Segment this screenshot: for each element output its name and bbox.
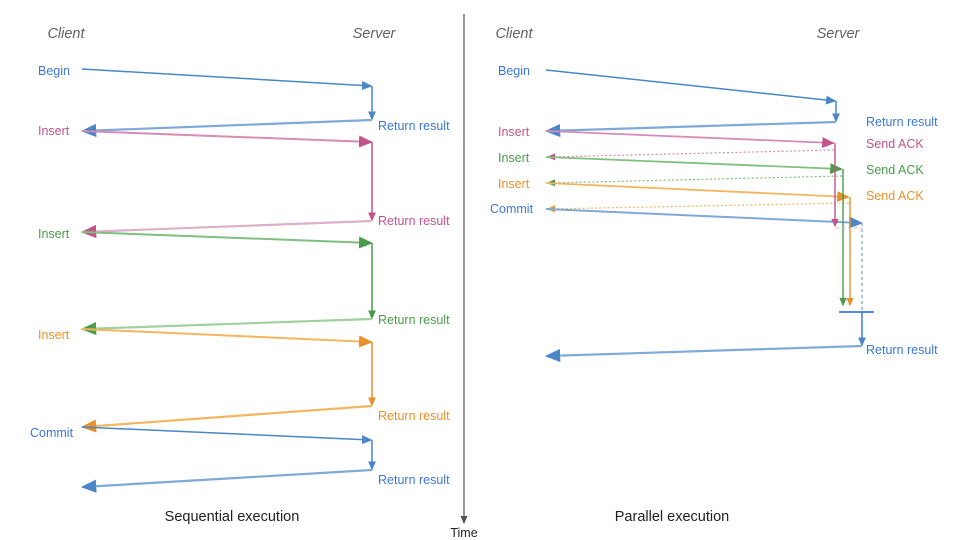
left-label-insert-3: Insert <box>38 328 70 342</box>
right-message-insert-3-ack: Send ACK <box>546 189 924 213</box>
left-server-lane-title: Server <box>353 26 397 42</box>
left-message-begin-return: Return result <box>80 118 450 138</box>
left-label-begin-return: Return result <box>378 119 450 133</box>
right-message-insert-3: Insert <box>498 177 850 202</box>
left-label-insert-1: Insert <box>38 124 70 138</box>
left-message-begin: Begin <box>38 64 373 90</box>
left-label-insert-2-return: Return result <box>378 313 450 327</box>
left-message-insert-3-return: Return result <box>80 404 450 433</box>
right-label-insert-2-ack: Send ACK <box>866 163 924 177</box>
left-message-insert-2: Insert <box>38 227 373 249</box>
left-panel-caption: Sequential execution <box>165 509 300 525</box>
left-panel-sequential: Client Server Begin Return result Insert <box>30 26 450 525</box>
left-client-lane-title: Client <box>47 26 85 42</box>
right-label-commit-return: Return result <box>866 343 938 357</box>
right-message-insert-1: Insert <box>498 125 835 148</box>
left-message-commit: Commit <box>30 426 373 445</box>
left-label-insert-3-return: Return result <box>378 409 450 423</box>
right-panel-parallel: Client Server Begin Return result Insert… <box>490 26 938 525</box>
time-axis: Time <box>450 14 478 540</box>
right-message-begin-return: Return result <box>544 115 938 138</box>
right-message-insert-2-ack: Send ACK <box>546 163 924 187</box>
left-message-insert-2-return: Return result <box>80 313 450 336</box>
left-label-begin: Begin <box>38 64 70 78</box>
right-label-insert-3: Insert <box>498 177 530 191</box>
right-message-begin: Begin <box>498 64 837 105</box>
right-message-insert-1-ack: Send ACK <box>546 137 924 161</box>
right-label-insert-2: Insert <box>498 151 530 165</box>
left-message-insert-1: Insert <box>38 124 373 148</box>
left-label-commit-return: Return result <box>378 473 450 487</box>
right-label-commit: Commit <box>490 202 534 216</box>
right-message-commit-return: Return result <box>544 343 938 363</box>
right-message-commit: Commit <box>490 202 863 229</box>
right-label-insert-1-ack: Send ACK <box>866 137 924 151</box>
time-axis-label: Time <box>450 526 477 540</box>
right-client-lane-title: Client <box>495 26 533 42</box>
left-message-commit-return: Return result <box>80 468 450 493</box>
right-label-insert-3-ack: Send ACK <box>866 189 924 203</box>
right-label-begin: Begin <box>498 64 530 78</box>
left-label-insert-2: Insert <box>38 227 70 241</box>
right-label-begin-return: Return result <box>866 115 938 129</box>
right-label-insert-1: Insert <box>498 125 530 139</box>
left-label-insert-1-return: Return result <box>378 214 450 228</box>
left-message-insert-3: Insert <box>38 328 373 348</box>
left-label-commit: Commit <box>30 426 74 440</box>
right-message-insert-2: Insert <box>498 151 843 174</box>
right-panel-caption: Parallel execution <box>615 509 729 525</box>
right-server-lane-title: Server <box>817 26 861 42</box>
left-message-insert-1-return: Return result <box>80 214 450 239</box>
